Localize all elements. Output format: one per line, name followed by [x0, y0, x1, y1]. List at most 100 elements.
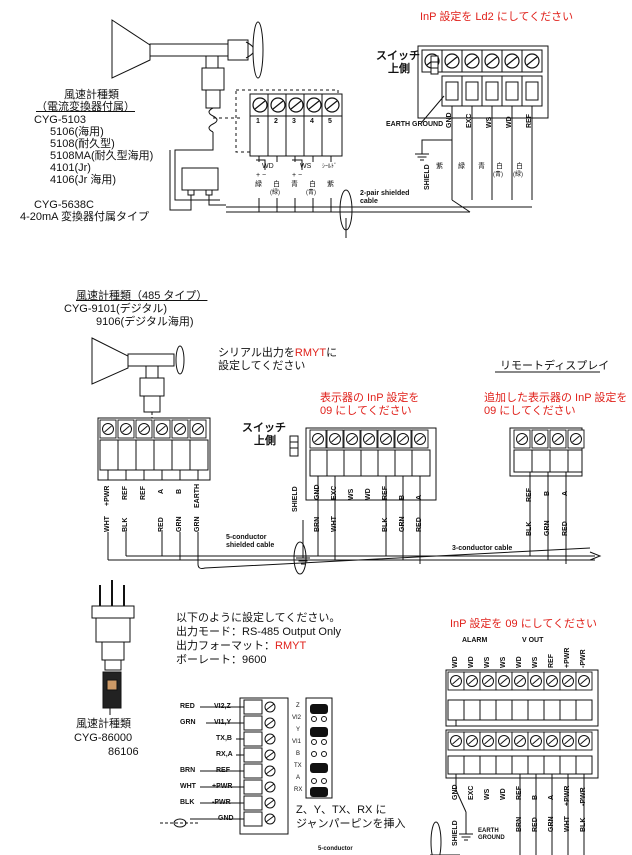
- sensor1-term-5: 5: [328, 118, 332, 125]
- section1-model-3: 5108MA(耐久型海用): [50, 150, 154, 162]
- settings-output-mode: 出力モード：RS-485 Output Only: [176, 626, 342, 638]
- remote-display-title: リモートディスプレイ: [500, 360, 610, 372]
- section1-model-1: 5106(海用): [50, 126, 104, 138]
- jumper-label-1: VI2: [292, 715, 302, 721]
- section1-model-alt: CYG-5638C: [34, 199, 94, 211]
- sensor2-term-1: REF: [122, 486, 129, 500]
- term3-wire-5: WHT: [180, 783, 196, 790]
- sensor1-term-3: 3: [292, 118, 296, 125]
- jumper-label-0: Z: [296, 703, 300, 709]
- sensor1-wire-0: 緑: [255, 181, 262, 188]
- bottom-term-8: -PWR: [580, 787, 587, 806]
- top-term-2: WS: [484, 656, 491, 668]
- bottom-wire-6: GRN: [548, 816, 555, 832]
- jumper-label-4: B: [296, 751, 301, 757]
- anemometer-5103-drawing: [111, 19, 264, 211]
- sensor1-pm-ws: + −: [292, 172, 303, 179]
- top-term-5: WS: [532, 656, 539, 668]
- serial-note-rmyt: RMYT: [294, 347, 327, 359]
- display2-term-1: EXC: [331, 485, 338, 500]
- term3-name-0: VI2,Z: [214, 703, 231, 710]
- cable3-label: 3-conductor cable: [452, 545, 513, 552]
- sensor1-wire-3-sub: (青): [306, 190, 316, 196]
- sensor2-wire-3: RED: [158, 517, 165, 532]
- top-term-0: WD: [452, 656, 459, 668]
- settings-title: 以下のように設定してください。: [176, 612, 341, 624]
- display1-wire-4-sub: (緑): [513, 172, 523, 178]
- bottom-wire-8: BLK: [580, 817, 587, 832]
- bottom-wire-7: WHT: [564, 816, 571, 832]
- display1-earth-label: EARTH GROUND: [386, 121, 444, 128]
- terminal-block-sensor-1: [226, 89, 470, 238]
- section2-model-1: 9106(デジタル海用): [96, 316, 194, 328]
- jumper-note-2: ジャンパーピンを挿入: [296, 818, 406, 830]
- bottom-term-7: +PWR: [564, 785, 571, 806]
- sensor2-term-5: EARTH: [194, 483, 201, 508]
- alarm-label: ALARM: [462, 637, 488, 644]
- section1-model-sub: （電流変換器付属）: [36, 101, 135, 113]
- term3-name-7: GND: [218, 815, 234, 822]
- display1-shield-label: SHIELD: [424, 164, 431, 190]
- section1-model-alt-desc: 4-20mA 変換器付属タイプ: [20, 211, 149, 223]
- display-terminal-block-1: [414, 45, 549, 213]
- section1-model-header: 風速計種類: [64, 89, 119, 101]
- jumper-label-6: A: [296, 775, 301, 781]
- section3-model-header: 風速計種類: [76, 718, 131, 730]
- sensor-terminal-block-2: [97, 417, 602, 569]
- section1-switch-sub: 上側: [388, 63, 410, 75]
- section2-model-0: CYG-9101(デジタル): [64, 303, 168, 315]
- display1-term-wd: WD: [506, 116, 513, 128]
- display2-term-5: B: [399, 494, 406, 500]
- sensor2-wire-5: GRN: [194, 516, 201, 532]
- section2-switch-sub: 上側: [254, 435, 276, 447]
- bottom-term-6: A: [548, 794, 555, 800]
- term3-wire-0: RED: [180, 703, 195, 710]
- section2-model-header: 風速計種類（485 タイプ）: [76, 290, 208, 302]
- sensor1-term-1: 1: [256, 118, 260, 125]
- bottom-wire-4: BRN: [516, 816, 523, 832]
- section1-model-5: 4106(Jr 海用): [50, 174, 117, 186]
- section3-model-1: 86106: [108, 746, 139, 758]
- sensor1-wire-3: 白: [309, 181, 316, 188]
- display2-term-6: A: [416, 494, 423, 500]
- display1-term-gnd: GND: [446, 112, 453, 128]
- serial-note-2: に: [326, 347, 338, 359]
- display2-term-3: WD: [365, 488, 372, 500]
- section1-model-4: 4101(Jr): [50, 162, 91, 174]
- added-display-note-1: 追加した表示器の InP 設定を: [484, 392, 628, 404]
- top-term-4: WD: [516, 656, 523, 668]
- serial-note-1: シリアル出力を: [218, 347, 295, 359]
- vout-label: V OUT: [522, 637, 544, 644]
- anemometer-9101-drawing: [91, 337, 185, 418]
- display1-term-ref: REF: [526, 114, 533, 128]
- cable5-label: 5-conductor shielded cable: [226, 534, 275, 550]
- section1-switch-label: スイッチ: [376, 50, 420, 62]
- term3-name-1: VI1,Y: [214, 719, 232, 726]
- display2-wire-6: RED: [416, 517, 423, 532]
- display-terminal-block-2: [289, 427, 437, 575]
- display2-term-4: REF: [382, 486, 389, 500]
- sensor2-term-2: REF: [140, 486, 147, 500]
- display1-wire-1: 緑: [458, 163, 465, 170]
- section1-model-0: CYG-5103: [34, 114, 86, 126]
- remote-term-0: REF: [526, 488, 533, 502]
- section3-model-0: CYG-86000: [74, 732, 133, 744]
- section1-cable-label: 2-pair shielded cable: [360, 190, 410, 206]
- serial-note-3: 設定してください: [218, 360, 306, 372]
- term3-name-3: RX,A: [216, 751, 233, 758]
- sensor1-wire-2: 青: [291, 181, 298, 188]
- bottom-term-1: EXC: [468, 785, 475, 800]
- section3-shield: SHIELD: [452, 820, 459, 846]
- display2-term-0: GND: [314, 484, 321, 500]
- display-note-1: 表示器の InP 設定を: [320, 392, 420, 404]
- sensor1-shield-label: ｼｰﾙﾄﾞ: [322, 164, 338, 170]
- display1-term-exc: EXC: [466, 113, 473, 128]
- remote-display-terminal-block: [495, 371, 600, 564]
- section2-switch-label: スイッチ: [242, 422, 286, 434]
- sensor1-wd-label: WD: [262, 163, 274, 170]
- display2-wire-0: BRN: [314, 516, 321, 532]
- jumper-label-5: TX: [294, 763, 302, 769]
- jumper-label-2: Y: [296, 727, 301, 733]
- display2-term-2: WS: [348, 488, 355, 500]
